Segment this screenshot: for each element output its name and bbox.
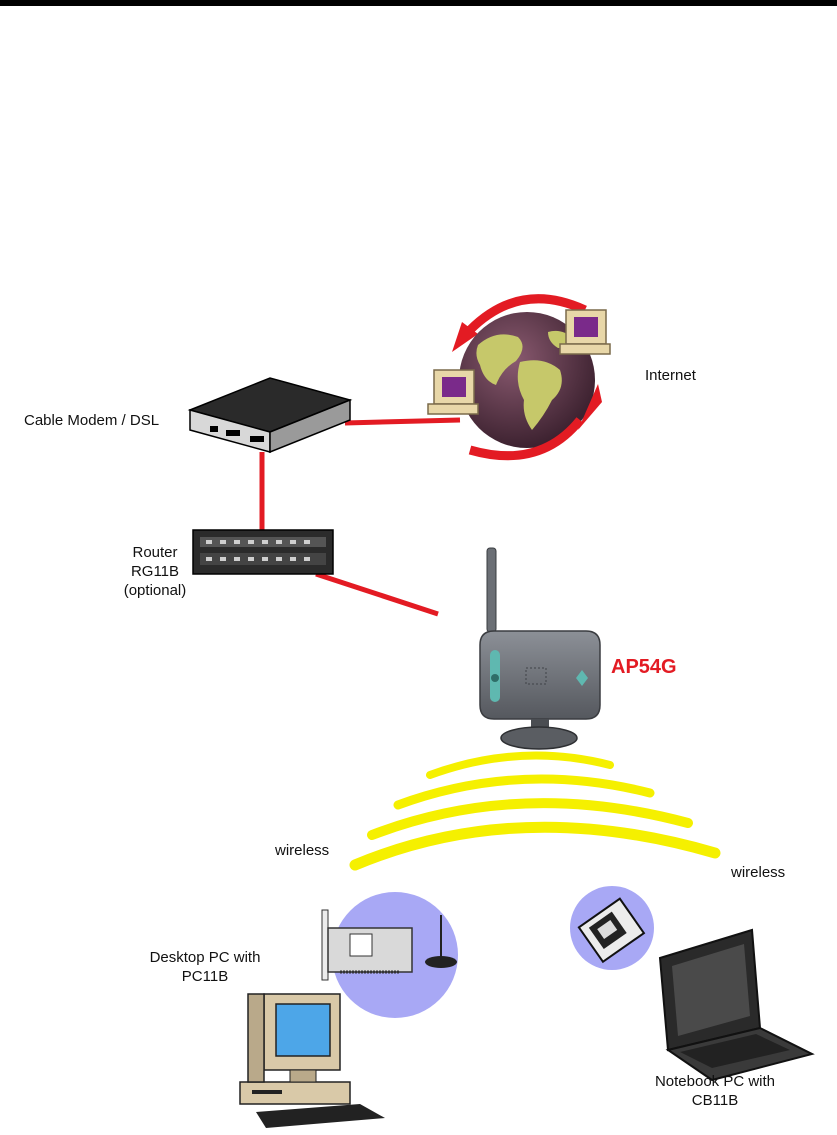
internet-label: Internet: [645, 366, 696, 385]
pci-card-icon: [322, 892, 458, 1018]
desktop-pc-label: Desktop PC with PC11B: [130, 948, 280, 986]
router-optional-note: (optional): [95, 581, 215, 600]
router-model: RG11B: [95, 562, 215, 581]
connection-lines: [262, 420, 460, 614]
desktop-pc-name: Desktop PC with: [130, 948, 280, 967]
modem-icon: [190, 378, 350, 452]
notebook-pc-card: CB11B: [630, 1091, 800, 1110]
desktop-pc-card: PC11B: [130, 967, 280, 986]
router-label: Router RG11B (optional): [95, 543, 215, 600]
notebook-pc-icon: [660, 930, 812, 1080]
desktop-pc-icon: [240, 994, 385, 1128]
wireless-label-right: wireless: [731, 863, 785, 882]
pc-card-icon: [570, 886, 654, 970]
access-point-label: AP54G: [611, 655, 677, 679]
router-ap-link: [316, 574, 438, 614]
router-name: Router: [95, 543, 215, 562]
wireless-label-left: wireless: [275, 841, 329, 860]
globe-icon: [428, 299, 610, 456]
access-point-icon: [480, 548, 600, 749]
cable-modem-label: Cable Modem / DSL: [24, 411, 159, 430]
notebook-pc-label: Notebook PC with CB11B: [630, 1072, 800, 1110]
wireless-signal: [355, 756, 715, 865]
modem-internet-link: [345, 420, 460, 423]
notebook-pc-name: Notebook PC with: [630, 1072, 800, 1091]
